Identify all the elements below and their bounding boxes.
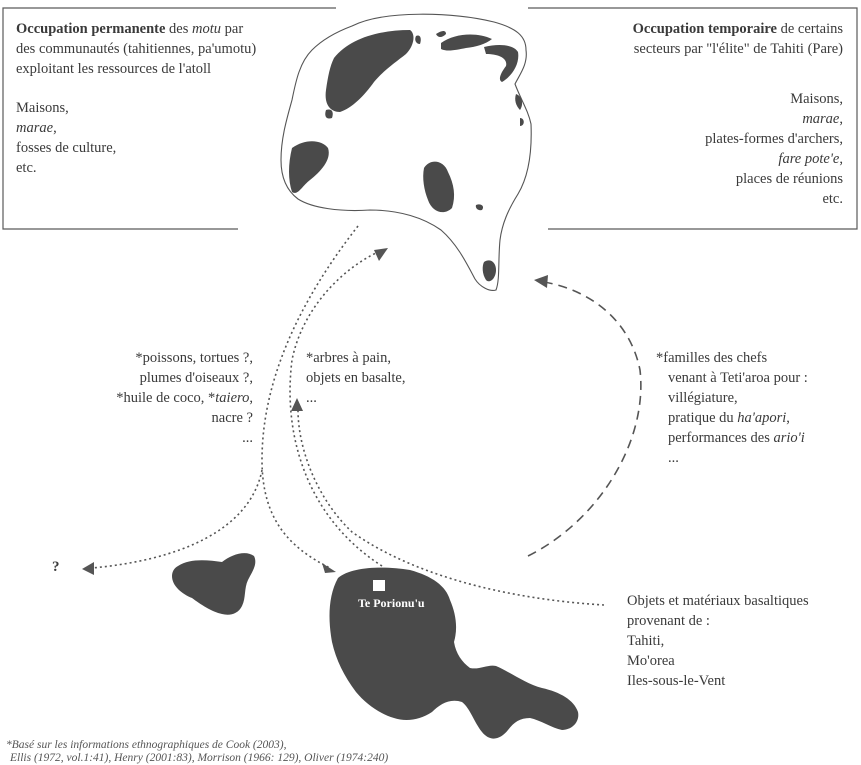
left-box-item-fosses: fosses de culture, <box>16 140 117 156</box>
chiefs-line-4: pratique du ha'apori, <box>668 409 790 429</box>
right-box-marae-text: marae <box>802 111 840 127</box>
left-box-marae-text: marae <box>16 120 54 136</box>
exports-line-1: *poissons, tortues ?, <box>135 350 253 366</box>
right-box-heading: Occupation temporaire de certains <box>633 20 843 40</box>
te-porionuu-marker <box>373 580 385 591</box>
exports-comma: , <box>249 390 253 406</box>
right-box-marae-suffix: , <box>839 111 843 127</box>
basalt-line-5: Iles-sous-le-Vent <box>627 673 726 689</box>
imports-line-2: objets en basalte, <box>306 370 406 386</box>
chiefs-flow-arrow <box>527 281 642 557</box>
unknown-destination-mark: ? <box>52 559 60 575</box>
exports-line-3: *huile de coco, *taiero, <box>116 389 253 409</box>
left-box-line-2: des communautés (tahitiennes, pa'umotu) <box>16 41 257 57</box>
import-arrowhead-atoll <box>374 248 388 261</box>
chiefs-arioi: ario'i <box>773 430 805 446</box>
chiefs-performances: performances des <box>668 430 774 446</box>
footnote-line-1: *Basé sur les informations ethnographiqu… <box>6 739 287 751</box>
left-box-item-maisons: Maisons, <box>16 100 69 116</box>
right-box-heading-bold: Occupation temporaire <box>632 21 777 37</box>
exports-line-2: plumes d'oiseaux ?, <box>139 370 253 386</box>
moorea-island <box>172 553 256 615</box>
right-box-item-maisons: Maisons, <box>790 91 843 107</box>
exports-line-5: ... <box>242 430 253 446</box>
right-box-item-places: places de réunions <box>735 171 843 187</box>
chiefs-line-5: performances des ario'i <box>668 429 805 449</box>
exports-huile: *huile de coco, * <box>116 390 216 406</box>
left-box-marae-suffix: , <box>53 120 57 136</box>
right-box-frame <box>528 7 858 230</box>
basalt-line-1: Objets et matériaux basaltiques <box>627 593 809 609</box>
left-box-heading: Occupation permanente des motu par <box>16 20 243 40</box>
left-box-heading-motu: motu <box>192 21 222 37</box>
exports-taiero: taiero <box>215 390 250 406</box>
chiefs-line-6: ... <box>668 450 679 466</box>
exports-line-4: nacre ? <box>211 410 253 426</box>
chiefs-haapori: ha'apori <box>737 410 787 426</box>
chiefs-pratique: pratique du <box>668 410 738 426</box>
chiefs-line-3: villégiature, <box>668 390 738 406</box>
right-box-item-plates-formes: plates-formes d'archers, <box>705 131 843 147</box>
right-box-heading-text: de certains <box>776 21 843 37</box>
basalt-line-3: Tahiti, <box>627 633 665 649</box>
left-box-item-marae: marae, <box>16 119 57 139</box>
import-flow-arrow <box>289 251 605 606</box>
left-box-item-etc: etc. <box>16 160 37 176</box>
import-arrowhead-mid <box>291 398 303 411</box>
footnote-line-2: Ellis (1972, vol.1:41), Henry (2001:83),… <box>10 752 389 764</box>
right-box-item-etc: etc. <box>822 191 843 207</box>
chiefs-line-2: venant à Teti'aroa pour : <box>668 370 808 386</box>
tahiti-island <box>329 567 579 739</box>
export-arrowhead-unknown <box>82 562 94 575</box>
imports-line-1: *arbres à pain, <box>306 350 391 366</box>
right-box-item-fare-potee: fare pote'e, <box>778 150 843 170</box>
basalt-line-2: provenant de : <box>627 613 710 629</box>
left-box-heading-text-2: par <box>221 21 244 37</box>
te-porionuu-label: Te Porionu'u <box>358 596 425 610</box>
left-box-heading-bold: Occupation permanente <box>16 21 166 37</box>
imports-line-3: ... <box>306 390 317 406</box>
left-box-heading-text: des <box>165 21 193 37</box>
chiefs-arrowhead <box>534 275 548 288</box>
chiefs-line-1: *familles des chefs <box>656 350 768 366</box>
export-flow-arrow <box>91 225 359 569</box>
right-box-fare-potee-suffix: , <box>839 151 843 167</box>
right-box-line-2: secteurs par "l'élite" de Tahiti (Pare) <box>633 41 843 57</box>
left-box-frame <box>2 7 336 230</box>
chiefs-comma: , <box>786 410 790 426</box>
export-arrowhead-tahiti <box>322 563 336 573</box>
left-box-line-3: exploitant les ressources de l'atoll <box>16 61 212 77</box>
basalt-line-4: Mo'orea <box>627 653 675 669</box>
right-box-item-marae: marae, <box>802 110 843 130</box>
right-box-fare-potee-text: fare pote'e <box>778 151 840 167</box>
atoll-motu-islets <box>289 30 524 282</box>
